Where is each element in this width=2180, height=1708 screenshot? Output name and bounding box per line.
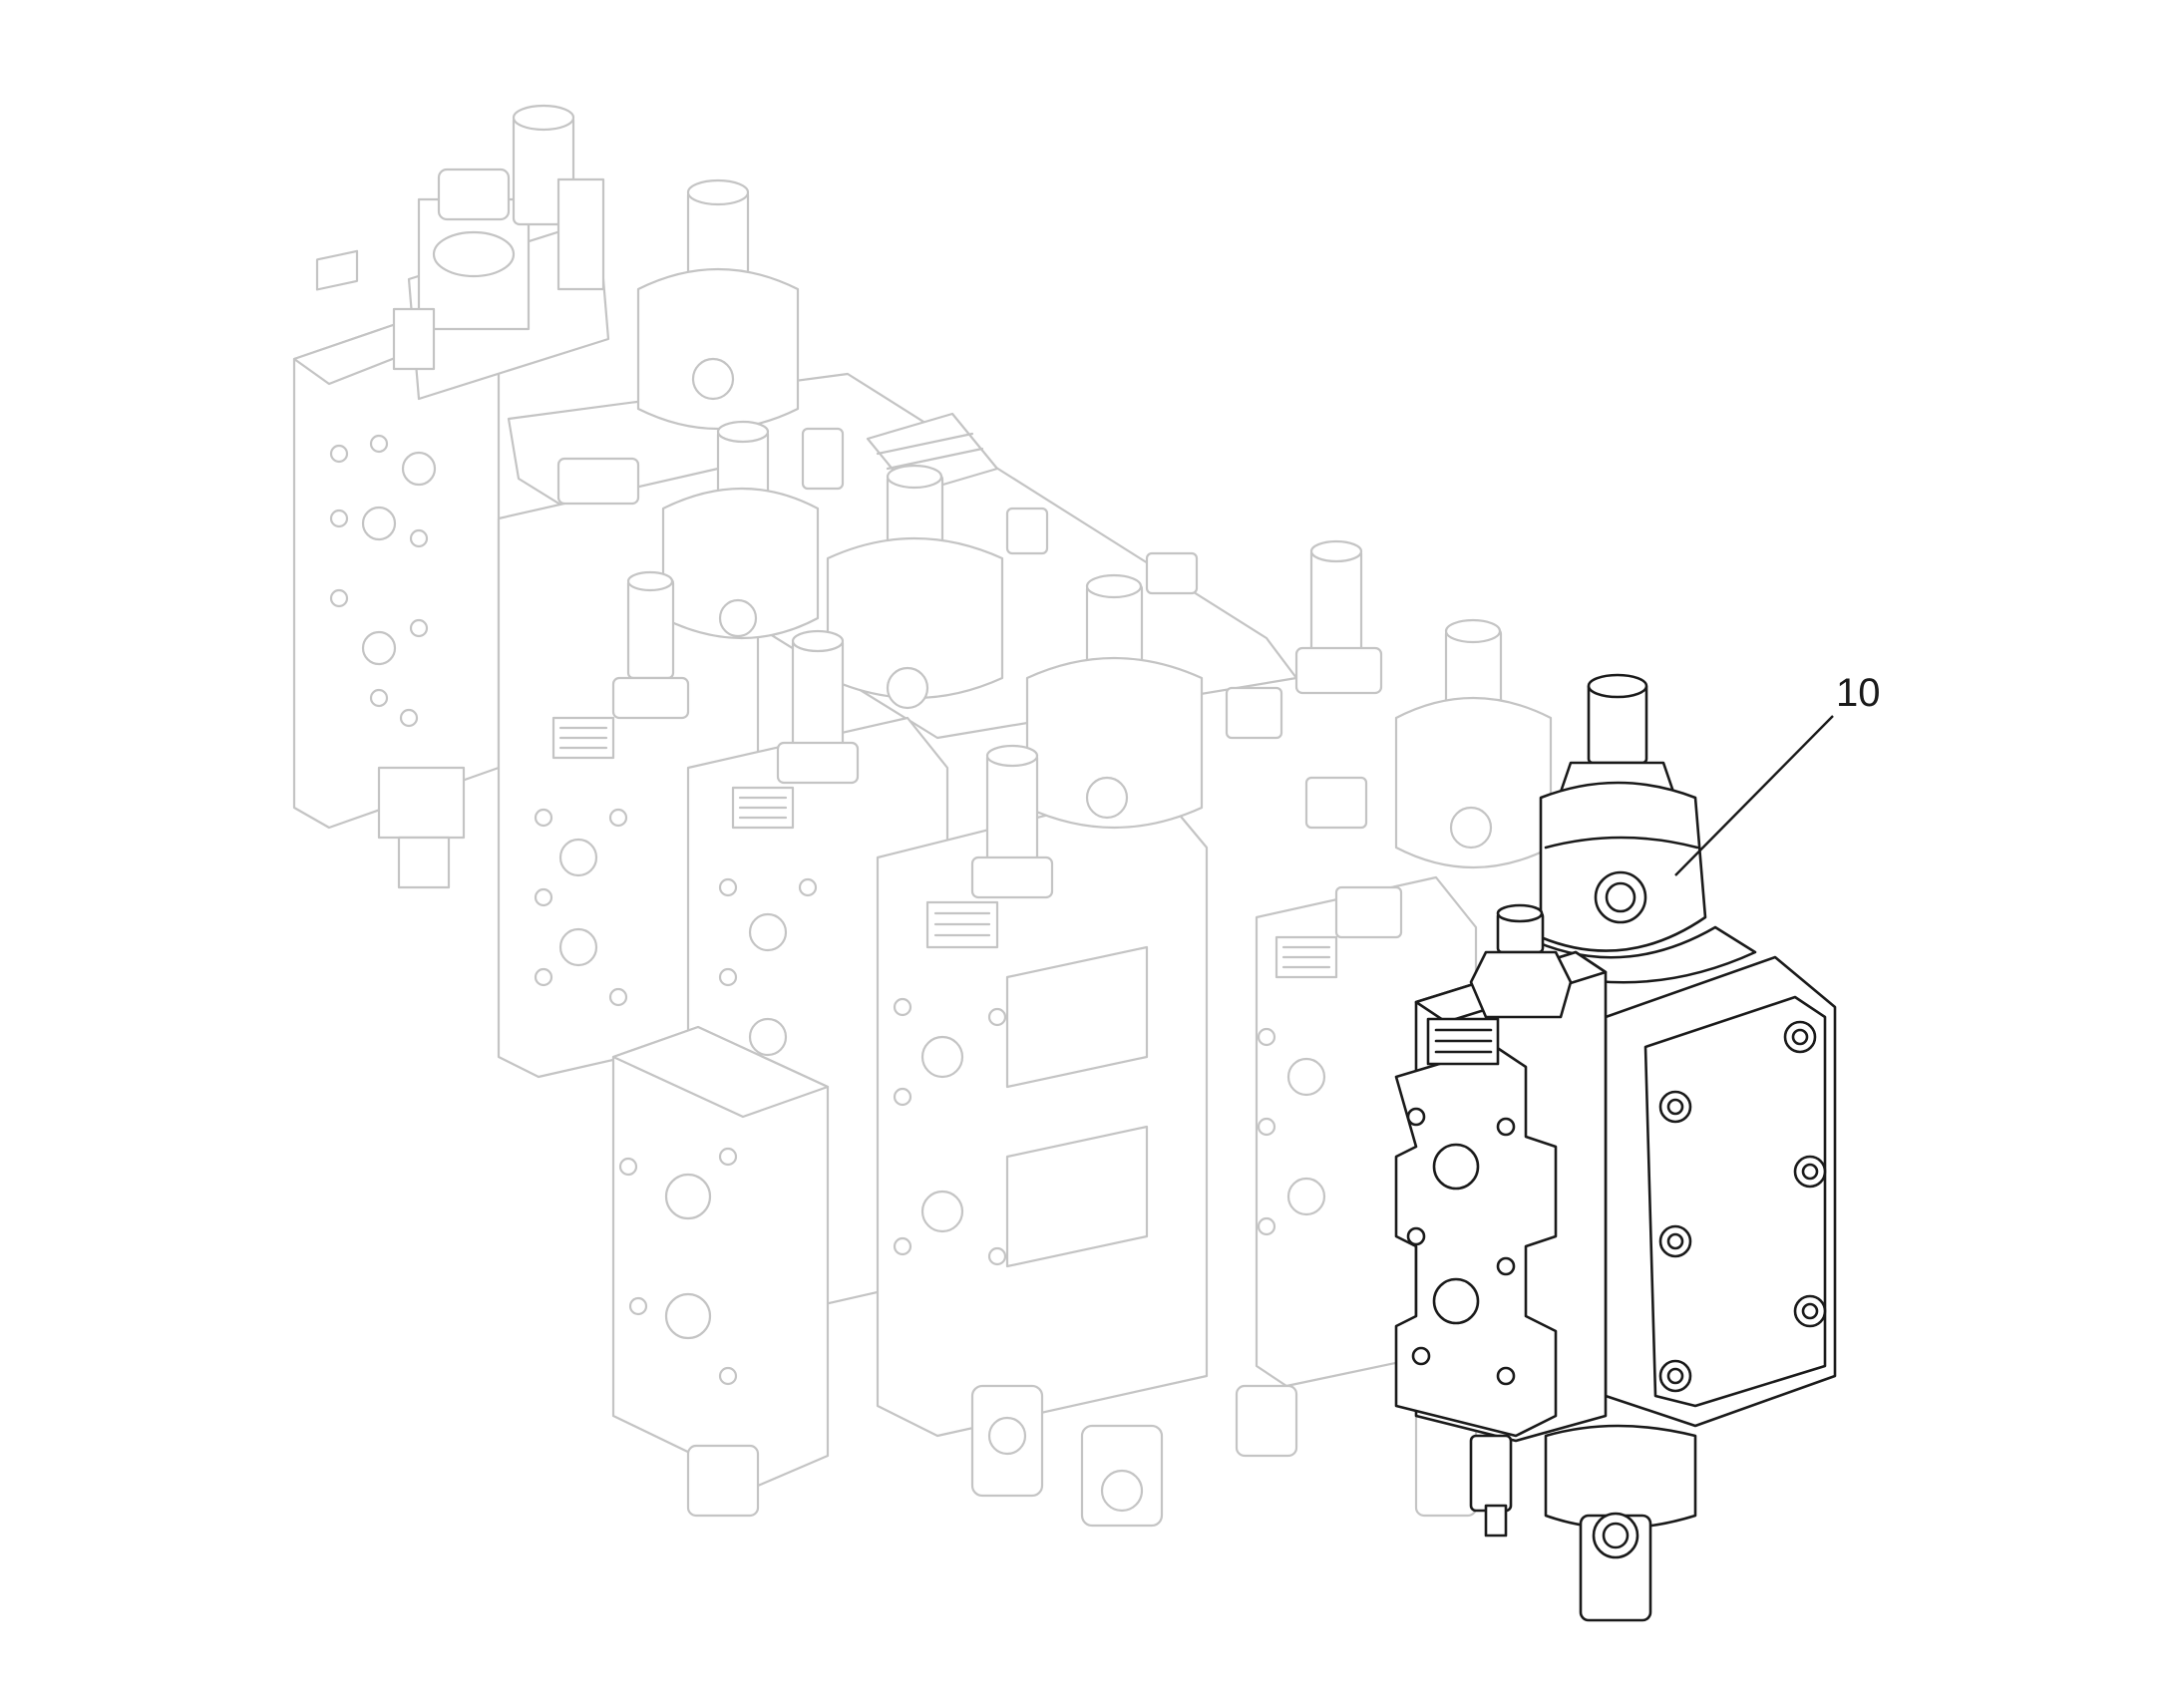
part-10-relief-fitting: [1469, 903, 1573, 1019]
part-10-bottom-fitting: [1469, 1424, 1697, 1622]
end-cover-plate: [611, 1025, 830, 1518]
part-10-section-body: [1394, 950, 1608, 1443]
callout-label: 10: [1836, 671, 1881, 715]
spool-section-3: [876, 786, 1209, 1438]
part-10-side-cover: [1604, 955, 1837, 1428]
callout-leader-line: [1674, 715, 1834, 876]
callout-10: 10: [1674, 671, 1881, 876]
pilot-solenoid-valve: [392, 104, 610, 401]
highlighted-part-10[interactable]: [1394, 673, 1837, 1622]
pilot-caps-ghosted: [556, 178, 1553, 939]
bottom-fitting-3: [1235, 1384, 1298, 1458]
part-10-pilot-cap: [1557, 673, 1677, 800]
inlet-section: [292, 249, 501, 889]
valve-block-assembly-ghosted: [292, 104, 1553, 1528]
